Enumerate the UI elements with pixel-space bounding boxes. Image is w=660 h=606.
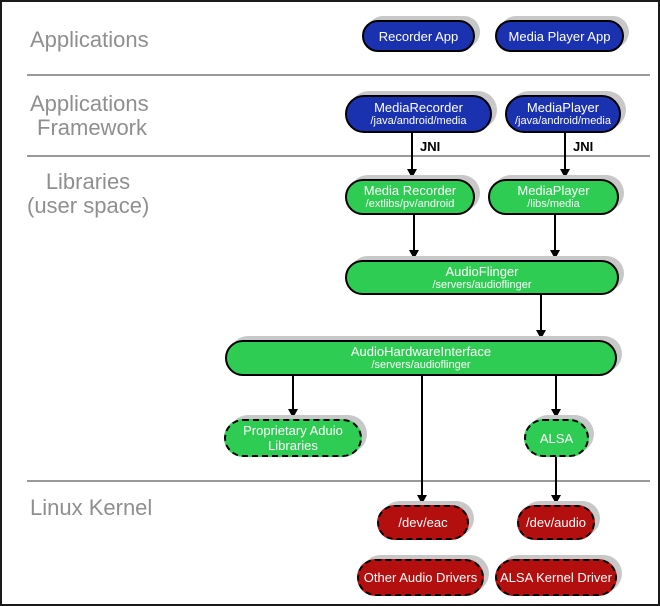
arrow-head-icon bbox=[560, 169, 570, 178]
layer-label-applications-framework: Applications Framework bbox=[30, 92, 149, 140]
node-title: ALSA bbox=[539, 430, 574, 446]
node-subtitle: /servers/audioflinger bbox=[371, 359, 471, 371]
node-recorder-app: Recorder App bbox=[362, 20, 475, 52]
arrow-mediaplayer-to-audioflinger bbox=[554, 215, 556, 251]
node-subtitle: /libs/media bbox=[527, 198, 580, 210]
node-other-audio-drivers: Other Audio Drivers bbox=[357, 559, 484, 596]
node-alsa-kernel-driver: ALSA Kernel Driver bbox=[495, 559, 617, 596]
node-title: Other Audio Drivers bbox=[363, 570, 478, 585]
node-subtitle: /extlibs/pv/android bbox=[365, 198, 455, 210]
arrow-jni-mediarecorder bbox=[411, 133, 413, 170]
node-title: Recorder App bbox=[378, 28, 459, 44]
layer-divider-framework bbox=[27, 155, 650, 157]
node-mediaplayer-framework: MediaPlayer /java/android/media bbox=[505, 95, 621, 133]
node-title: Proprietary Aduio Libraries bbox=[243, 423, 343, 453]
layer-label-text: Libraries bbox=[45, 169, 131, 194]
layer-label-applications: Applications bbox=[30, 28, 149, 52]
node-dev-audio: /dev/audio bbox=[517, 505, 595, 540]
node-title: MediaPlayer bbox=[526, 100, 600, 115]
arrow-head-icon bbox=[407, 169, 417, 178]
node-title: AudioFlinger bbox=[445, 263, 519, 279]
node-media-recorder-lib: Media Recorder /extlibs/pv/android bbox=[345, 179, 475, 215]
node-subtitle: /java/android/media bbox=[514, 115, 611, 127]
arrow-alsa-to-dev-audio bbox=[555, 457, 557, 496]
node-mediaplayer-lib: MediaPlayer /libs/media bbox=[488, 179, 619, 215]
node-alsa: ALSA bbox=[524, 419, 589, 457]
layer-label-linux-kernel: Linux Kernel bbox=[30, 496, 152, 520]
arrow-head-icon bbox=[551, 495, 561, 504]
node-mediarecorder-framework: MediaRecorder /java/android/media bbox=[345, 95, 492, 133]
node-subtitle: /servers/audioflinger bbox=[432, 278, 532, 291]
arrow-head-icon bbox=[550, 250, 560, 259]
arrow-jni-mediaplayer bbox=[564, 133, 566, 170]
layer-label-text: Linux Kernel bbox=[30, 495, 153, 520]
node-title: /dev/audio bbox=[526, 515, 586, 530]
arrow-head-icon bbox=[288, 409, 298, 418]
node-title: Media Player App bbox=[508, 28, 611, 44]
arrow-head-icon bbox=[417, 495, 427, 504]
layer-label-text: Applications bbox=[30, 27, 149, 52]
layer-label-text: Applications bbox=[30, 91, 149, 116]
edge-label-jni-left: JNI bbox=[420, 139, 441, 154]
arrow-head-icon bbox=[536, 330, 546, 339]
arrow-mediarecorder-to-audioflinger bbox=[413, 215, 415, 251]
edge-label-jni-right: JNI bbox=[573, 139, 594, 154]
node-title: MediaRecorder bbox=[374, 100, 463, 115]
layer-label-libraries: Libraries (user space) bbox=[27, 170, 149, 218]
arrow-head-icon bbox=[551, 409, 561, 418]
layer-divider-applications bbox=[27, 74, 650, 76]
node-audioflinger: AudioFlinger /servers/audioflinger bbox=[345, 260, 619, 295]
node-title: MediaPlayer bbox=[517, 183, 590, 198]
node-media-player-app: Media Player App bbox=[495, 20, 624, 52]
layer-label-text: (user space) bbox=[27, 193, 150, 218]
arrow-ahi-to-alsa bbox=[555, 376, 557, 410]
node-proprietary-audio-libraries: Proprietary Aduio Libraries bbox=[224, 419, 362, 457]
arrow-audioflinger-to-ahi bbox=[540, 295, 542, 331]
node-title: AudioHardwareInterface bbox=[350, 344, 492, 359]
layer-label-text: Framework bbox=[37, 115, 148, 140]
node-title: ALSA Kernel Driver bbox=[500, 570, 612, 585]
node-title: /dev/eac bbox=[398, 515, 448, 530]
node-title: Media Recorder bbox=[363, 183, 457, 198]
node-audio-hardware-interface: AudioHardwareInterface /servers/audiofli… bbox=[225, 340, 617, 376]
arrow-head-icon bbox=[409, 250, 419, 259]
node-subtitle: /java/android/media bbox=[370, 115, 467, 127]
layer-divider-kernel bbox=[27, 480, 650, 482]
arrow-ahi-to-proprietary bbox=[292, 376, 294, 410]
node-dev-eac: /dev/eac bbox=[377, 505, 469, 540]
arrow-ahi-to-dev-eac bbox=[421, 376, 423, 496]
